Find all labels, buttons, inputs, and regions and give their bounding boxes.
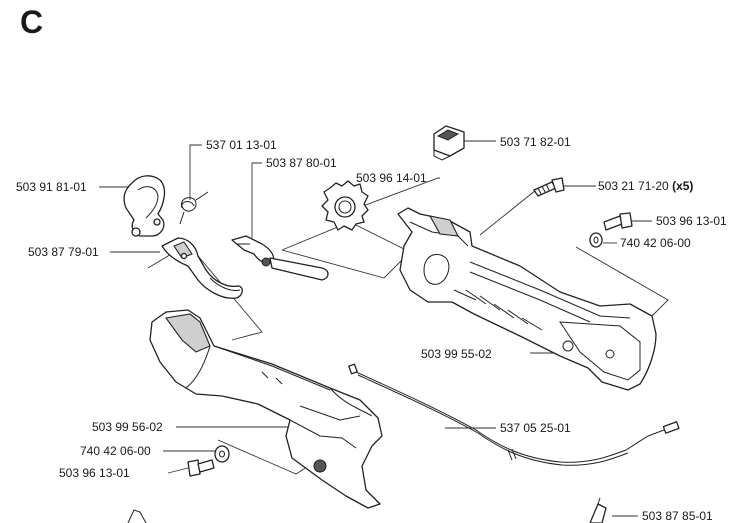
stop-switch-part [433,125,465,161]
screw-left-part [187,459,215,477]
screw-right-part [603,212,633,231]
part-number-label: 740 42 06-00 [620,236,691,250]
part-number-label: 503 99 56-02 [92,420,163,434]
quantity-badge: (x5) [672,179,694,193]
handle-housing-lower-part [149,309,383,509]
bottom-left-part [127,509,147,523]
part-number-label: 503 99 55-02 [421,347,492,361]
part-number-label: 503 87 85-01 [642,509,713,523]
part-number-label: 503 96 14-01 [356,171,427,185]
part-number-label: 503 96 13-01 [59,466,130,480]
part-number-label: 503 87 79-01 [28,245,99,259]
part-number-label: 503 21 71-20 (x5) [598,179,694,193]
clip-bracket-part [123,175,166,237]
washer-left-part [214,445,230,463]
part-number-label: 537 05 25-01 [500,421,571,435]
part-number-label: 503 91 81-01 [16,180,87,194]
gear-ring-part [321,180,369,231]
part-number-label: 503 71 82-01 [500,135,571,149]
throttle-trigger-part [161,237,243,299]
screw-part [533,177,565,197]
washer-right-part [589,232,603,248]
spring-part [179,191,209,225]
handle-housing-upper-part [397,207,657,391]
part-number-label: 503 87 80-01 [266,156,337,170]
throttle-cable-part [348,363,680,466]
throttle-lockout-part [231,235,329,281]
section-letter: C [20,4,44,40]
part-number-label: 740 42 06-00 [80,444,151,458]
bottom-right-part [589,497,607,523]
part-number-label: 537 01 13-01 [206,138,277,152]
part-number-label: 503 96 13-01 [656,214,727,228]
